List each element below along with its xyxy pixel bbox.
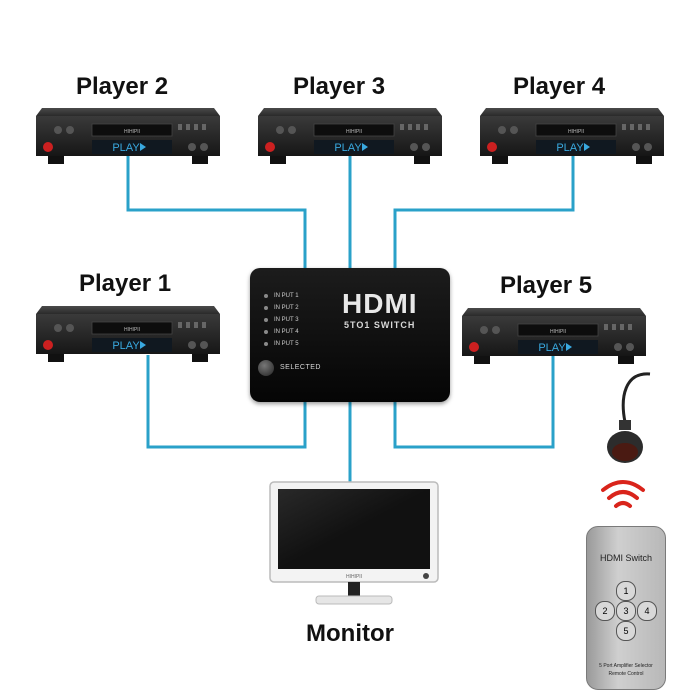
player-3-device xyxy=(258,108,442,165)
cable-player2 xyxy=(126,155,307,268)
player-1-label: Player 1 xyxy=(79,270,172,297)
player-2-device xyxy=(36,108,220,165)
ir-receiver xyxy=(607,372,651,463)
input-indicator-list: IN PUT 1 IN PUT 2 IN PUT 3 IN PUT 4 IN P… xyxy=(264,290,299,350)
remote-title: HDMI Switch xyxy=(599,553,652,563)
wireless-signal-icon xyxy=(601,480,645,508)
led-icon xyxy=(264,342,268,346)
svg-text:HIHIPII: HIHIPII xyxy=(346,574,362,580)
input-indicator: IN PUT 2 xyxy=(264,302,299,314)
input-4-label: IN PUT 4 xyxy=(274,329,299,335)
ir-sensor-icon xyxy=(612,443,638,461)
player-1-device xyxy=(36,306,220,363)
select-button[interactable] xyxy=(258,360,274,376)
cable-player5 xyxy=(393,355,555,449)
remote-button-3[interactable]: 3 xyxy=(616,601,636,621)
cable-player4 xyxy=(393,155,575,268)
remote-button-1[interactable]: 1 xyxy=(616,581,636,601)
input-indicator: IN PUT 1 xyxy=(264,290,299,302)
remote-button-5[interactable]: 5 xyxy=(616,621,636,641)
switch-subtitle: 5TO1 SWITCH xyxy=(344,320,416,330)
remote-control: HDMI Switch 1 2 3 4 5 5 Port Amplifier S… xyxy=(586,526,666,690)
input-indicator: IN PUT 3 xyxy=(264,314,299,326)
led-icon xyxy=(264,294,268,298)
led-icon xyxy=(264,306,268,310)
input-2-label: IN PUT 2 xyxy=(274,305,299,311)
remote-button-4[interactable]: 4 xyxy=(637,601,657,621)
input-1-label: IN PUT 1 xyxy=(274,293,299,299)
player-4-label: Player 4 xyxy=(513,73,606,100)
selected-label: SELECTED xyxy=(280,364,321,371)
input-5-label: IN PUT 5 xyxy=(274,341,299,347)
cable-player1 xyxy=(146,355,307,449)
hdmi-switch: IN PUT 1 IN PUT 2 IN PUT 3 IN PUT 4 IN P… xyxy=(250,268,450,402)
player-5-label: Player 5 xyxy=(500,272,593,299)
monitor-device: HIHIPII xyxy=(269,481,439,605)
monitor-label: Monitor xyxy=(306,620,394,647)
input-indicator: IN PUT 4 xyxy=(264,326,299,338)
player-3-label: Player 3 xyxy=(293,73,386,100)
input-indicator: IN PUT 5 xyxy=(264,338,299,350)
led-icon xyxy=(264,330,268,334)
remote-footer-line2: Remote Control xyxy=(608,671,644,677)
player-5-device xyxy=(462,308,646,365)
input-3-label: IN PUT 3 xyxy=(274,317,299,323)
player-4-device xyxy=(480,108,664,165)
remote-button-2[interactable]: 2 xyxy=(595,601,615,621)
remote-footer-line1: 5 Port Amplifier Selector xyxy=(599,663,653,669)
led-icon xyxy=(264,318,268,322)
player-2-label: Player 2 xyxy=(76,73,169,100)
switch-title: HDMI xyxy=(342,288,418,319)
